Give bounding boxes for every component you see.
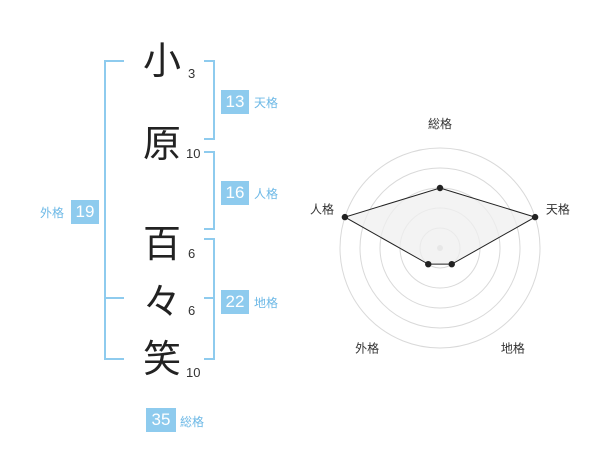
- gaikaku-badge: 19: [71, 200, 99, 224]
- radar-point-4: [425, 260, 432, 268]
- radar-grid-ring: [339, 147, 541, 349]
- tenkaku-badge: 13: [221, 90, 249, 114]
- soukaku-badge: 35: [146, 408, 176, 432]
- radar-grid-ring: [359, 167, 521, 329]
- name-char-5: 笑: [142, 337, 181, 381]
- gaikaku-label: 外格: [40, 206, 65, 220]
- radar-point-3: [448, 260, 455, 268]
- radar-point-1: [436, 184, 444, 192]
- radar-point-5: [341, 213, 349, 221]
- radar-axis-label-2: 天格: [546, 202, 570, 217]
- stroke-count-3: 6: [188, 246, 196, 261]
- name-char-2: 原: [142, 122, 181, 166]
- stroke-count-1: 3: [188, 66, 196, 81]
- name-char-3: 百: [142, 222, 181, 266]
- radar-axis-label-5: 人格: [310, 202, 334, 217]
- jinkaku-badge: 16: [221, 181, 249, 205]
- chikaku-label: 地格: [254, 296, 279, 310]
- stroke-count-2: 10: [186, 146, 201, 161]
- chikaku-badge: 22: [221, 290, 249, 314]
- radar-point-2: [531, 213, 539, 221]
- radar-axis-label-4: 外格: [355, 340, 379, 355]
- name-char-4: 々: [142, 280, 181, 324]
- stroke-count-4: 6: [188, 303, 196, 318]
- jinkaku-label: 人格: [254, 187, 279, 201]
- tenkaku-label: 天格: [254, 96, 279, 110]
- radar-axis-label-3: 地格: [501, 340, 525, 355]
- stroke-count-5: 10: [186, 365, 201, 380]
- radar-value-area: [343, 187, 537, 265]
- radar-axis-label-1: 総格: [428, 116, 452, 131]
- name-char-1: 小: [142, 39, 181, 83]
- soukaku-label: 総格: [180, 415, 205, 429]
